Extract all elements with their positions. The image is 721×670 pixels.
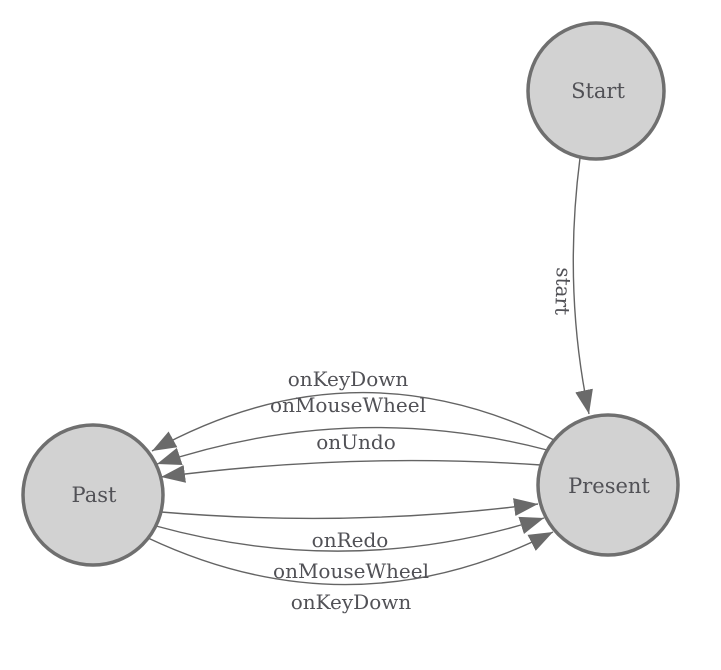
node-start[interactable]: Start: [526, 21, 666, 161]
edge-label-start: start: [550, 267, 576, 316]
edge-present-to-past-onundo: [160, 459, 542, 483]
node-present-circle[interactable]: [536, 413, 680, 557]
edge-present-to-past-onkeydown: [151, 391, 555, 452]
edge-start-to-present: [572, 157, 593, 415]
edge-label-onmousewheel-top: onMouseWheel: [270, 393, 426, 417]
node-present-label: Present: [568, 474, 650, 498]
node-past-label: Past: [72, 483, 117, 507]
edge-label-onmousewheel-bottom: onMouseWheel: [273, 559, 429, 583]
edge-label-group: start onKeyDown onMouseWheel onUndo onRe…: [270, 267, 576, 614]
node-start-label: Start: [571, 79, 625, 103]
edge-past-to-present-onkeydown: [147, 531, 554, 586]
node-present[interactable]: Present: [536, 413, 680, 557]
edge-group: [147, 157, 593, 586]
edge-label-onkeydown-top: onKeyDown: [288, 367, 409, 391]
edge-past-to-present-onredo: [160, 498, 539, 520]
node-past[interactable]: Past: [21, 423, 165, 567]
node-start-circle[interactable]: [526, 21, 666, 161]
node-group: Start Present Past: [21, 21, 680, 567]
node-past-circle[interactable]: [21, 423, 165, 567]
edge-present-to-past-onmousewheel: [156, 426, 548, 465]
edge-label-onundo: onUndo: [316, 430, 396, 454]
edge-label-onkeydown-bottom: onKeyDown: [291, 590, 412, 614]
edge-label-onredo: onRedo: [312, 528, 389, 552]
edge-past-to-present-onmousewheel: [155, 516, 545, 552]
